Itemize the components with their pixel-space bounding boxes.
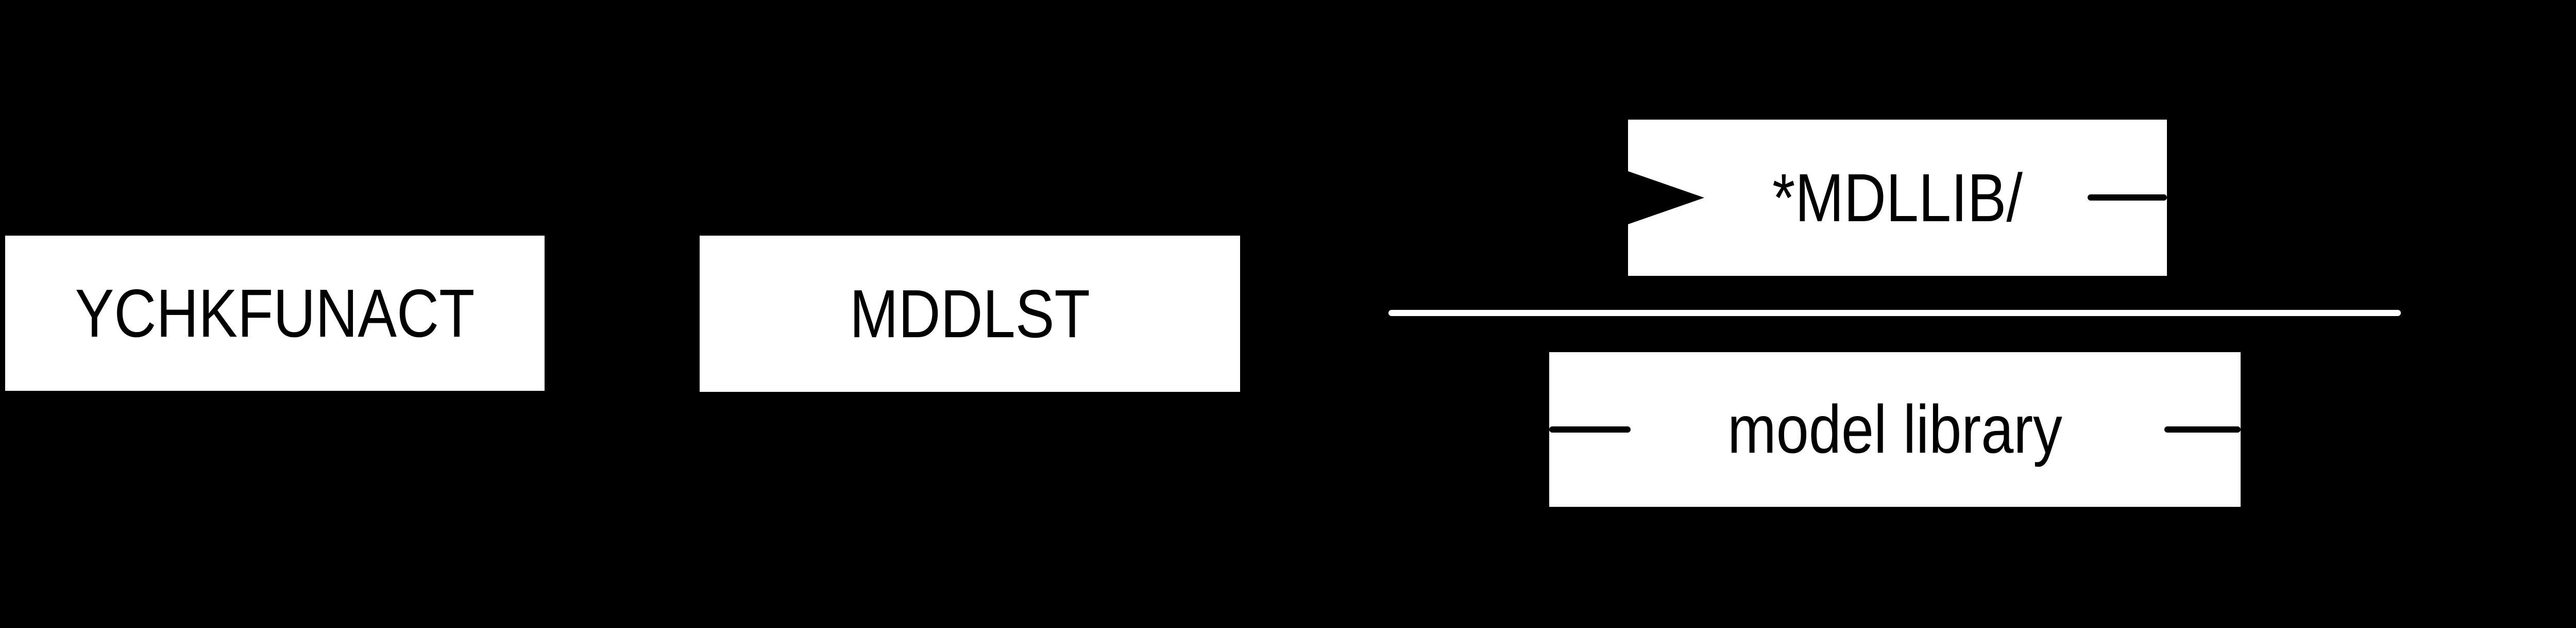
command-label: YCHKFUNACT <box>75 275 475 351</box>
qualifier-default-box: *MDLLIB/ <box>1628 120 2167 276</box>
connector-dash <box>2088 194 2167 201</box>
connector-dash <box>1549 426 1631 433</box>
parameter-box: MDDLST <box>700 236 1240 392</box>
command-box: YCHKFUNACT <box>5 236 545 391</box>
qualifier-value-box: model library <box>1549 352 2241 507</box>
rail-segment-left <box>1388 310 2401 316</box>
qualifier-value-label: model library <box>1727 391 2062 467</box>
parameter-label: MDDLST <box>850 275 1090 352</box>
connector-dash <box>2164 426 2241 433</box>
qualifier-default-label: *MDLLIB/ <box>1772 159 2023 236</box>
